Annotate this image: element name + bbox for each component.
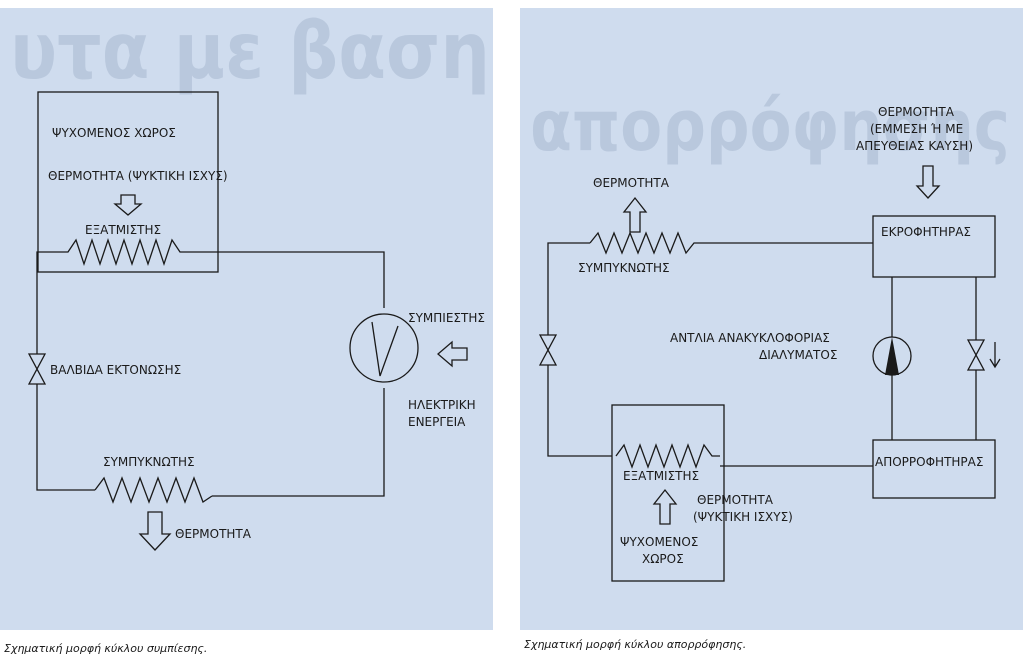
compressor-label: ΣΥΜΠΙΕΣΤΗΣ	[408, 311, 485, 325]
cooled-space-label-1: ΨΥΧΟΜΕΝΟΣ	[620, 535, 698, 549]
refrigerant-loop-left	[36, 384, 95, 491]
refrigerant-loop-return	[212, 388, 385, 497]
evaporator-label: ΕΞΑΤΜΙΣΤΗΣ	[85, 223, 161, 237]
refrigerant-loop-left-top	[36, 251, 42, 354]
evaporator-coil-right	[615, 443, 720, 469]
cooled-space-box	[37, 91, 219, 273]
pipe-to-evaporator	[547, 365, 612, 457]
heat-out-label: ΘΕΡΜΟΤΗΤΑ	[175, 527, 252, 541]
heat-down-arrow-icon	[113, 194, 143, 216]
heat-up-arrow-icon	[622, 196, 648, 233]
evaporator-coil	[42, 237, 214, 267]
expansion-valve-label: ΒΑΛΒΙΔΑ ΕΚΤΟΝΩΣΗΣ	[50, 363, 181, 377]
pump-label-2: ΔΙΑΛΥΜΑΤΟΣ	[759, 348, 837, 362]
cooled-space-label-2: ΧΩΡΟΣ	[642, 552, 684, 566]
compressor-icon	[349, 313, 419, 383]
right-caption: Σχηματική μορφή κύκλου απορρόφησης.	[524, 638, 746, 651]
heat-input-label-3: ΑΠΕΥΘΕΙΑΣ ΚΑΥΣΗ)	[856, 139, 973, 153]
left-background-text: υτα με βαση	[10, 7, 490, 97]
cooled-space-box-right	[611, 404, 725, 582]
condenser-coil-right	[589, 231, 873, 255]
heat-input-down-arrow-icon	[915, 165, 941, 199]
generator-box	[872, 215, 996, 278]
condenser-label: ΣΥΜΠΥΚΝΩΤΗΣ	[103, 455, 195, 469]
compression-cycle-diagram: υτα με βαση ΨΥΧΟΜΕΝΟΣ ΧΩΡΟΣ ΘΕΡΜΟΤΗΤΑ (Ψ…	[0, 7, 493, 630]
condenser-pipe-left	[547, 242, 590, 335]
electric-energy-label-1: ΗΛΕΚΤΡΙΚΗ	[408, 398, 476, 412]
left-panel-background	[0, 8, 493, 630]
left-caption: Σχηματική μορφή κύκλου συμπίεσης.	[4, 642, 207, 655]
pump-triangle-icon	[885, 337, 899, 375]
right-panel-background	[520, 8, 1023, 630]
condenser-label-right: ΣΥΜΠΥΚΝΩΤΗΣ	[578, 261, 670, 275]
condenser-coil	[94, 476, 213, 504]
absorber-box	[872, 439, 996, 499]
expansion-valve-right-icon	[538, 334, 558, 366]
flow-down-arrow-icon	[989, 342, 1001, 369]
electric-energy-label-2: ΕΝΕΡΓΕΙΑ	[408, 415, 466, 429]
cooling-heat-label: ΘΕΡΜΟΤΗΤΑ (ΨΥΚΤΙΚΗ ΙΣΧΥΣ)	[48, 169, 228, 183]
generator-label: ΕΚΡΟΦΗΤΗΡΑΣ	[881, 225, 971, 239]
right-background-text: απορρόφησης	[530, 85, 1010, 167]
compressor-blade	[371, 321, 399, 377]
pump-label-1: ΑΝΤΛΙΑ ΑΝΑΚΥΚΛΟΦΟΡΙΑΣ	[670, 331, 830, 345]
cooling-heat-label-1: ΘΕΡΜΟΤΗΤΑ	[697, 493, 774, 507]
expansion-valve-icon	[27, 353, 47, 385]
heat-out-down-arrow-icon	[138, 511, 172, 551]
refrigerant-loop	[214, 251, 385, 308]
heat-out-label-right: ΘΕΡΜΟΤΗΤΑ	[593, 176, 670, 190]
throttle-valve-icon	[966, 339, 986, 371]
cooled-space-label: ΨΥΧΟΜΕΝΟΣ ΧΩΡΟΣ	[52, 126, 176, 140]
heat-input-label-2: (ΕΜΜΕΣΗ Ή ΜΕ	[870, 122, 963, 136]
absorber-label: ΑΠΟΡΡΟΦΗΤΗΡΑΣ	[875, 455, 983, 469]
heat-input-label-1: ΘΕΡΜΟΤΗΤΑ	[878, 105, 955, 119]
cooling-heat-label-2: (ΨΥΚΤΙΚΗ ΙΣΧΥΣ)	[693, 510, 793, 524]
absorption-cycle-diagram: απορρόφησης ΘΕΡΜΟΤΗΤΑ (ΕΜΜΕΣΗ Ή ΜΕ ΑΠΕΥΘ…	[520, 8, 1023, 630]
evaporator-label-right: ΕΞΑΤΜΙΣΤΗΣ	[623, 469, 699, 483]
cooling-up-arrow-icon	[652, 488, 678, 525]
energy-left-arrow-icon	[437, 340, 468, 368]
